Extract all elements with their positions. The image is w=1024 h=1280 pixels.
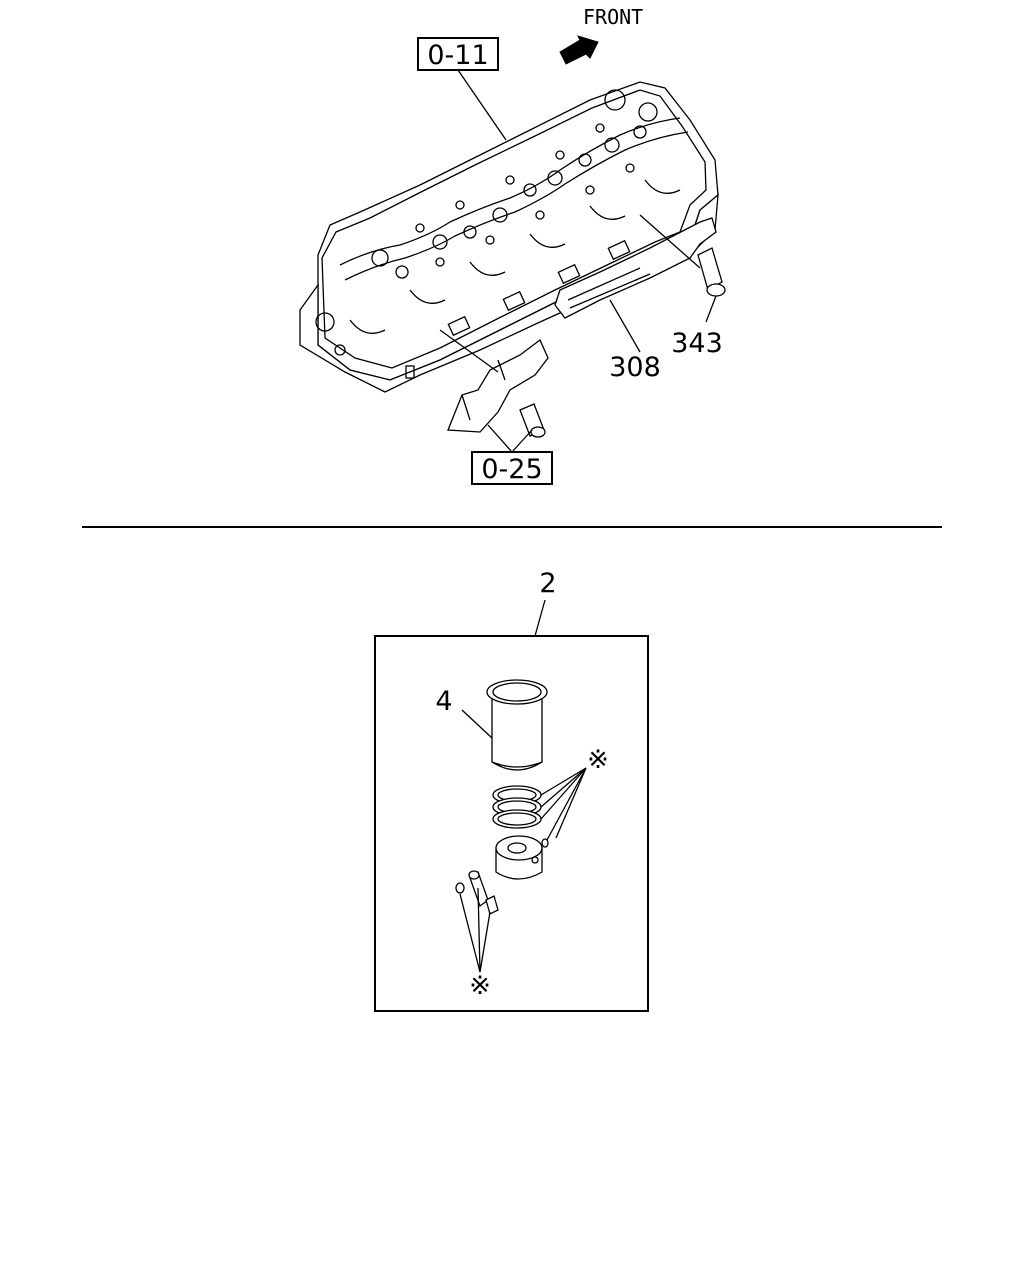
leader-4 [461,709,493,739]
bottom-section: 2 4 [374,568,649,1012]
leader-308 [609,299,641,353]
bore-holes [371,89,658,279]
leader-0-25-a [487,424,513,453]
callout-4: 4 [435,686,452,717]
ref-box-0-11[interactable]: 0-11 [417,37,499,71]
callout-308: 308 [609,352,661,383]
part-308-side-plate[interactable] [554,217,717,319]
front-arrow-icon [559,35,599,65]
leaders-asterisk-lower [459,887,491,973]
bracket-assembly[interactable] [447,338,549,438]
front-label: FRONT [583,5,643,29]
leaders-asterisk-upper [540,767,587,841]
piston-pin[interactable] [468,870,489,908]
top-section: FRONT 0-11 [299,5,726,485]
ref-box-0-11-label: 0-11 [427,40,488,71]
leader-2 [534,599,546,637]
asterisk-upper: ※ [587,745,609,775]
ref-box-0-25[interactable]: 0-25 [471,451,553,485]
kit-box [374,635,649,1012]
leader-0-11 [457,69,507,141]
leader-0-25-b [511,429,533,453]
leader-343 [705,295,717,323]
ref-box-0-25-label: 0-25 [481,454,542,485]
part-4-cylinder-liner[interactable] [486,679,548,771]
snap-ring-left[interactable] [455,882,465,894]
asterisk-lower: ※ [469,971,491,1001]
bearing-saddles [349,179,681,334]
callout-2: 2 [539,568,556,599]
callout-343: 343 [671,328,723,359]
leader-bracket-to-block [439,329,499,373]
leader-343-to-block [639,214,701,269]
side-ports [447,239,631,337]
cylinder-block-drawing [299,81,719,393]
snap-ring-right[interactable] [485,895,499,915]
retaining-clip[interactable] [541,838,549,848]
piston[interactable] [495,835,543,880]
part-343-bolt[interactable] [697,247,726,297]
piston-rings[interactable] [492,785,542,829]
